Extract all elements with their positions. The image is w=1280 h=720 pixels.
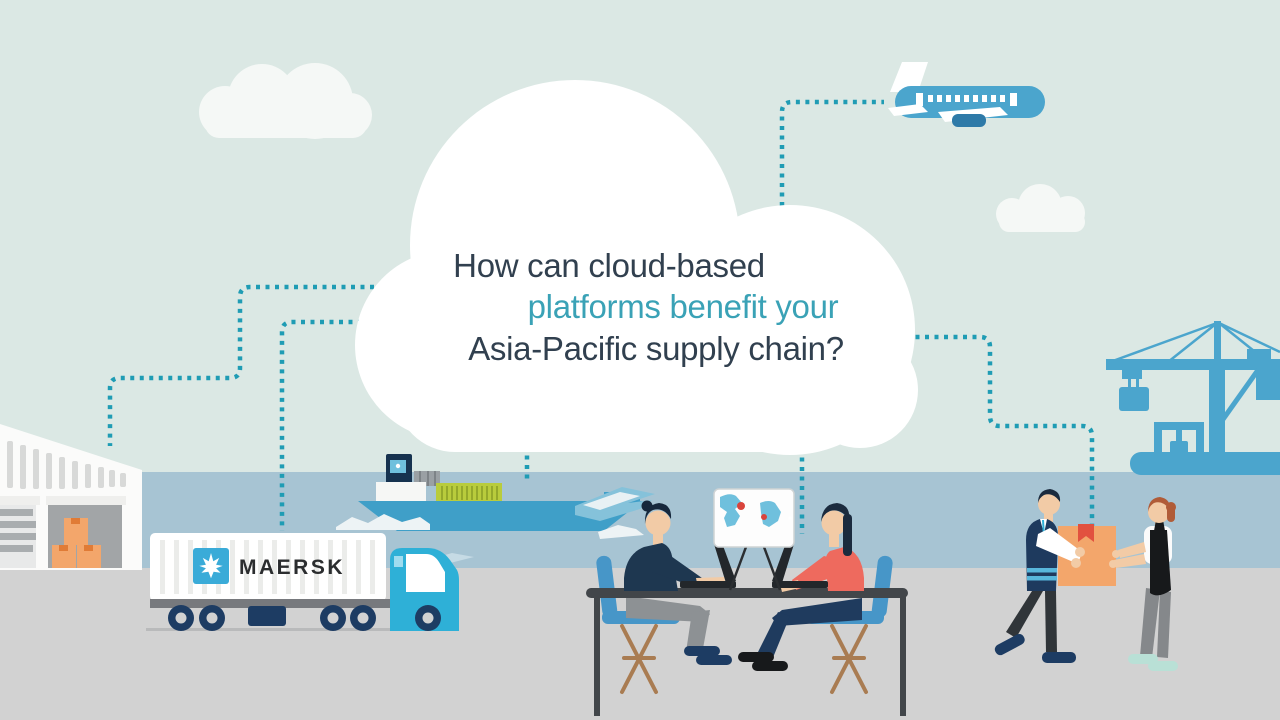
airplane-engine: [952, 114, 986, 127]
maersk-star-icon: [199, 553, 223, 579]
map-marker: [761, 514, 767, 520]
person-left: [624, 500, 726, 591]
truck-windshield: [406, 554, 445, 592]
airplane-windows: [916, 93, 1017, 106]
map-continent-east: [760, 501, 781, 527]
question-line-3: Asia-Pacific supply chain?: [468, 330, 844, 367]
maersk-logo: MAERSK: [193, 548, 345, 584]
crane-hanging-container: [1119, 370, 1149, 411]
wave: [583, 492, 640, 510]
person-left-head: [645, 510, 671, 536]
person-right-legs: [738, 598, 862, 671]
maersk-logo-text: MAERSK: [239, 556, 345, 579]
truck-fuel-tank: [248, 606, 286, 626]
world-map-screen: [713, 488, 795, 591]
truck-wheels: [168, 605, 441, 631]
meeting-scene: [586, 488, 908, 716]
wave: [336, 514, 430, 530]
person-right-head: [821, 510, 847, 536]
map-marker: [737, 502, 745, 510]
question-line-1: How can cloud-based: [453, 247, 765, 284]
map-continent-west: [720, 494, 742, 527]
small-cloud-right-icon: [996, 184, 1085, 232]
connector-truck: [279, 319, 362, 531]
ship-green-containers: [436, 483, 502, 503]
question-cloud: How can cloud-based platforms benefit yo…: [355, 80, 918, 455]
connector-warehouse: [107, 284, 374, 446]
crane-boom: [1106, 359, 1280, 370]
ship-superstructure: [376, 482, 426, 502]
recipient-person: [1109, 497, 1178, 671]
airplane-icon: [888, 62, 1045, 127]
dotted-connectors: [107, 99, 1095, 534]
warehouse-icon: [0, 424, 142, 570]
crane-mast: [1209, 359, 1225, 463]
airplane-fuselage: [895, 86, 1045, 118]
parcel-handoff-scene: [994, 489, 1178, 671]
worker-head: [1038, 493, 1060, 515]
table-leg-right: [900, 596, 906, 716]
truck-road-line: [146, 628, 458, 631]
person-right: [780, 503, 864, 592]
warehouse-boxes: [52, 518, 101, 568]
crane-apex-pole: [1214, 321, 1221, 363]
warehouse-open-door: [48, 505, 122, 568]
small-cloud-left-icon: [199, 63, 372, 139]
table-leg-left: [594, 596, 600, 716]
laptop-left: [680, 543, 736, 588]
wave: [598, 525, 644, 539]
truck-chassis: [150, 599, 390, 608]
recipient-head: [1148, 501, 1170, 523]
warehouse-shutter-door: [0, 505, 36, 568]
laptop-right: [772, 543, 828, 588]
question-line-2: platforms benefit your: [528, 288, 839, 325]
parcel-tag: [1078, 524, 1094, 542]
person-left-legs: [626, 596, 732, 665]
worker-with-box: [994, 489, 1116, 663]
maersk-truck: MAERSK: [146, 533, 459, 631]
port-crane-icon: [1106, 321, 1280, 475]
warehouse-roof-slats: [7, 441, 126, 489]
airplane-stabilizer: [888, 104, 928, 116]
airplane-tail-fin: [890, 62, 928, 92]
cargo-ship-icon: [336, 454, 655, 563]
